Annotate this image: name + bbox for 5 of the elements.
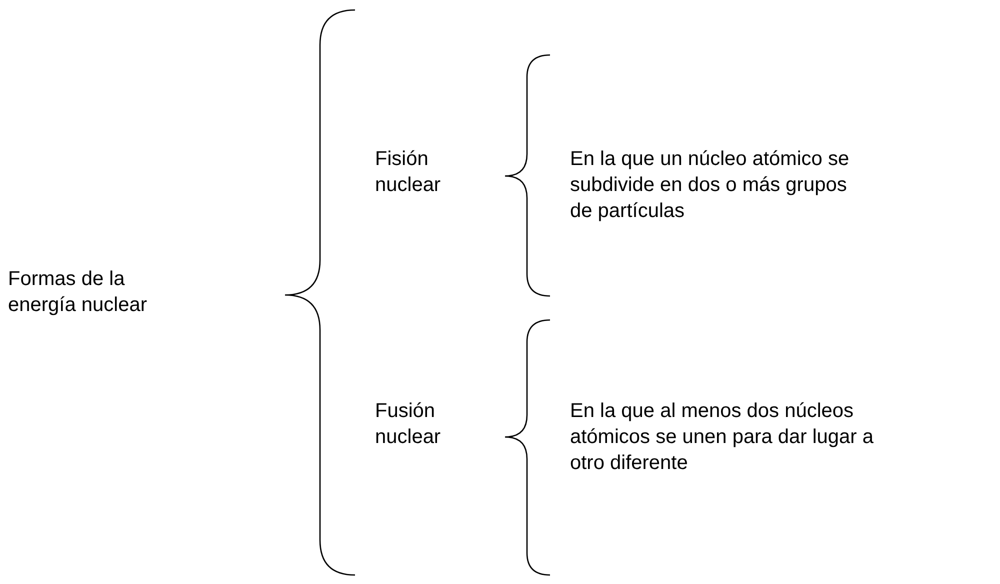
- label-text: En la que al menos dos núcleos atómicos se unen para dar lugar a otro diferente: [570, 399, 875, 476]
- label-text: En la que un núcleo atómico se subdivide en dos o más grupos de partículas: [570, 147, 850, 224]
- label-text: Formas de la energía nuclear: [8, 267, 148, 318]
- label-text: Fusión nuclear: [375, 399, 442, 450]
- label-text: Fisión nuclear: [375, 147, 442, 198]
